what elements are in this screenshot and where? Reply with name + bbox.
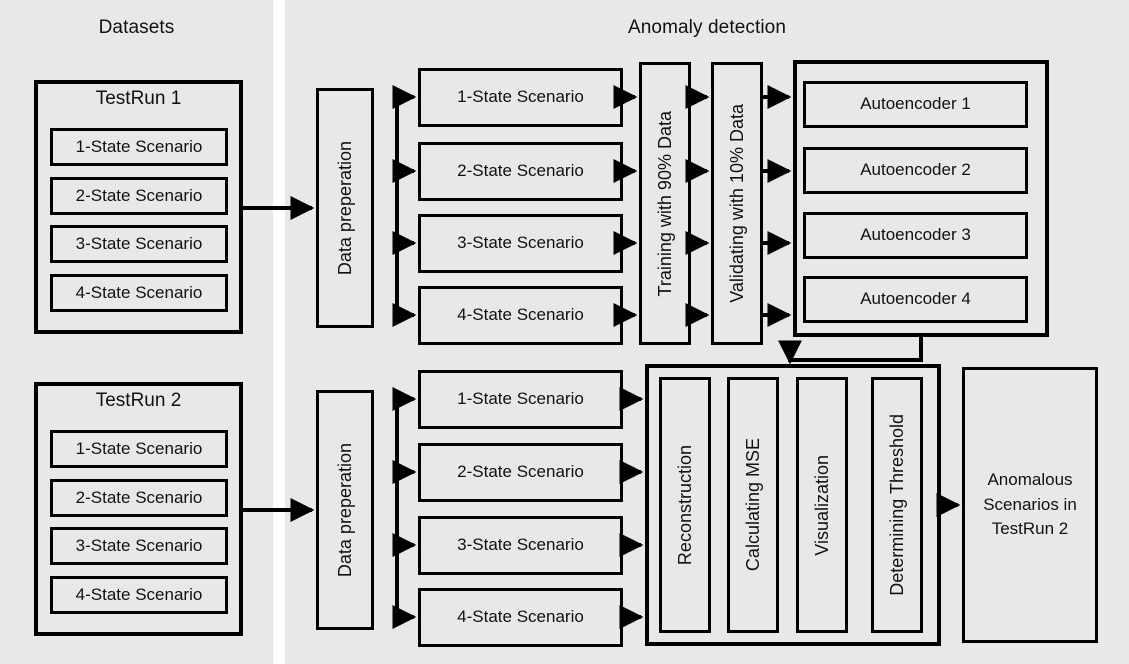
analysis-step-calculating-mse-label: Calculating MSE (742, 438, 763, 572)
testrun-2-title: TestRun 2 (95, 390, 182, 411)
bottom-scenario-1[interactable]: 1-State Scenario (418, 370, 623, 429)
panel-anomaly-detection-title: Anomaly detection (627, 17, 786, 38)
validating-label: Validating with 10% Data (726, 104, 747, 303)
anomalous-scenarios-result[interactable]: Anomalous Scenarios in TestRun 2 (962, 367, 1098, 643)
data-preparation-top-label: Data preperation (334, 140, 355, 276)
testrun-1-title: TestRun 1 (95, 88, 182, 109)
testrun-1-scenario-1[interactable]: 1-State Scenario (50, 128, 228, 166)
training-box[interactable]: Training with 90% Data (639, 62, 691, 345)
testrun-1-scenario-4[interactable]: 4-State Scenario (50, 274, 228, 312)
analysis-step-reconstruction-label: Reconstruction (674, 444, 695, 566)
data-preparation-bottom[interactable]: Data preperation (316, 390, 374, 630)
bottom-scenario-4[interactable]: 4-State Scenario (418, 588, 623, 647)
testrun-1-scenario-3[interactable]: 3-State Scenario (50, 225, 228, 263)
analysis-step-visualization[interactable]: Visualization (796, 377, 848, 633)
testrun-2-scenario-3[interactable]: 3-State Scenario (50, 527, 228, 565)
data-preparation-top[interactable]: Data preperation (316, 88, 374, 328)
top-scenario-1[interactable]: 1-State Scenario (418, 68, 623, 127)
analysis-step-determining-threshold-label: Determining Threshold (886, 414, 907, 596)
analysis-step-visualization-label: Visualization (811, 454, 832, 556)
testrun-2-scenario-4[interactable]: 4-State Scenario (50, 576, 228, 614)
analysis-step-determining-threshold[interactable]: Determining Threshold (871, 377, 923, 633)
analysis-step-calculating-mse[interactable]: Calculating MSE (727, 377, 779, 633)
analysis-step-reconstruction[interactable]: Reconstruction (659, 377, 711, 633)
top-scenario-3[interactable]: 3-State Scenario (418, 214, 623, 273)
data-preparation-bottom-label: Data preperation (334, 442, 355, 578)
panel-datasets-title: Datasets (98, 17, 175, 38)
testrun-1-scenario-2[interactable]: 2-State Scenario (50, 177, 228, 215)
bottom-scenario-2[interactable]: 2-State Scenario (418, 443, 623, 502)
testrun-2-scenario-2[interactable]: 2-State Scenario (50, 479, 228, 517)
autoencoder-3[interactable]: Autoencoder 3 (803, 212, 1028, 259)
training-label: Training with 90% Data (654, 110, 675, 297)
autoencoder-4[interactable]: Autoencoder 4 (803, 276, 1028, 323)
validating-box[interactable]: Validating with 10% Data (711, 62, 763, 345)
top-scenario-4[interactable]: 4-State Scenario (418, 286, 623, 345)
autoencoder-1[interactable]: Autoencoder 1 (803, 81, 1028, 128)
bottom-scenario-3[interactable]: 3-State Scenario (418, 516, 623, 575)
top-scenario-2[interactable]: 2-State Scenario (418, 142, 623, 201)
testrun-2-scenario-1[interactable]: 1-State Scenario (50, 430, 228, 468)
autoencoder-2[interactable]: Autoencoder 2 (803, 147, 1028, 194)
